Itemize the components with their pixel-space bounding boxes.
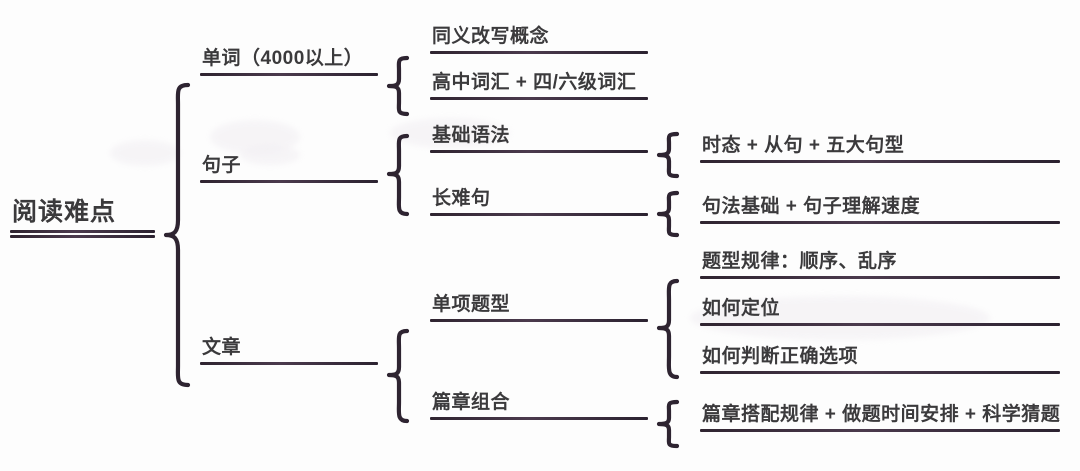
node-words-underline (200, 72, 378, 76)
node-tense-label: 时态 + 从句 + 五大句型 (702, 135, 905, 156)
node-locate-label: 如何定位 (702, 298, 781, 319)
node-passages-label: 文章 (202, 337, 242, 358)
node-pattern-label: 题型规律：顺序、乱序 (702, 251, 898, 272)
node-vocab-label: 高中词汇 + 四/六级词汇 (432, 72, 637, 93)
root-node-label: 阅读难点 (12, 198, 117, 226)
root-underline-top (10, 229, 155, 233)
node-strategy-underline (700, 428, 1060, 432)
node-tense-underline (700, 159, 1060, 163)
node-combo[interactable]: 篇章组合 (430, 392, 648, 420)
node-synonym-label: 同义改写概念 (432, 26, 550, 47)
node-tense[interactable]: 时态 + 从句 + 五大句型 (700, 135, 1060, 163)
node-longsent[interactable]: 长难句 (430, 188, 648, 216)
node-passages[interactable]: 文章 (200, 337, 378, 365)
node-judge-underline (700, 370, 1060, 374)
node-words-label: 单词（4000以上） (202, 48, 364, 69)
node-pattern-underline (700, 275, 1060, 279)
brace-singleitem (655, 278, 681, 380)
node-vocab-underline (430, 96, 648, 100)
node-singleitem[interactable]: 单项题型 (430, 294, 648, 322)
root-node-reading-difficulty[interactable]: 阅读难点 (10, 198, 155, 238)
brace-grammar (655, 131, 681, 179)
node-grammar-label: 基础语法 (432, 125, 511, 146)
brace-longsent (655, 190, 681, 238)
node-locate-underline (700, 322, 1060, 326)
node-judge-label: 如何判断正确选项 (702, 346, 859, 367)
node-strategy[interactable]: 篇章搭配规律 + 做题时间安排 + 科学猜题 (700, 404, 1060, 432)
node-words[interactable]: 单词（4000以上） (200, 48, 378, 76)
node-locate[interactable]: 如何定位 (700, 298, 1060, 326)
brace-passages (385, 328, 411, 424)
node-grammar-underline (430, 149, 648, 153)
node-sentences-label: 句子 (202, 155, 242, 176)
node-sentences[interactable]: 句子 (200, 155, 378, 183)
node-synonym-underline (430, 50, 648, 54)
node-passages-underline (200, 361, 378, 365)
node-strategy-label: 篇章搭配规律 + 做题时间安排 + 科学猜题 (702, 404, 1061, 425)
node-longsent-underline (430, 212, 648, 216)
node-combo-underline (430, 416, 648, 420)
node-longsent-label: 长难句 (432, 188, 491, 209)
node-singleitem-label: 单项题型 (432, 294, 511, 315)
node-syntax-label: 句法基础 + 句子理解速度 (702, 196, 921, 217)
node-sentences-underline (200, 179, 378, 183)
node-syntax[interactable]: 句法基础 + 句子理解速度 (700, 196, 1060, 224)
node-singleitem-underline (430, 318, 648, 322)
paper-smudge-icon (210, 120, 300, 154)
node-syntax-underline (700, 220, 1060, 224)
node-vocab[interactable]: 高中词汇 + 四/六级词汇 (430, 72, 648, 100)
brace-combo (655, 399, 681, 449)
brace-root (162, 82, 192, 388)
node-pattern[interactable]: 题型规律：顺序、乱序 (700, 251, 1060, 279)
node-combo-label: 篇章组合 (432, 392, 511, 413)
node-grammar[interactable]: 基础语法 (430, 125, 648, 153)
node-judge[interactable]: 如何判断正确选项 (700, 346, 1060, 374)
node-synonym[interactable]: 同义改写概念 (430, 26, 648, 54)
brace-words (385, 55, 411, 117)
root-underline-bottom (10, 234, 155, 238)
brace-sentences (385, 133, 411, 217)
